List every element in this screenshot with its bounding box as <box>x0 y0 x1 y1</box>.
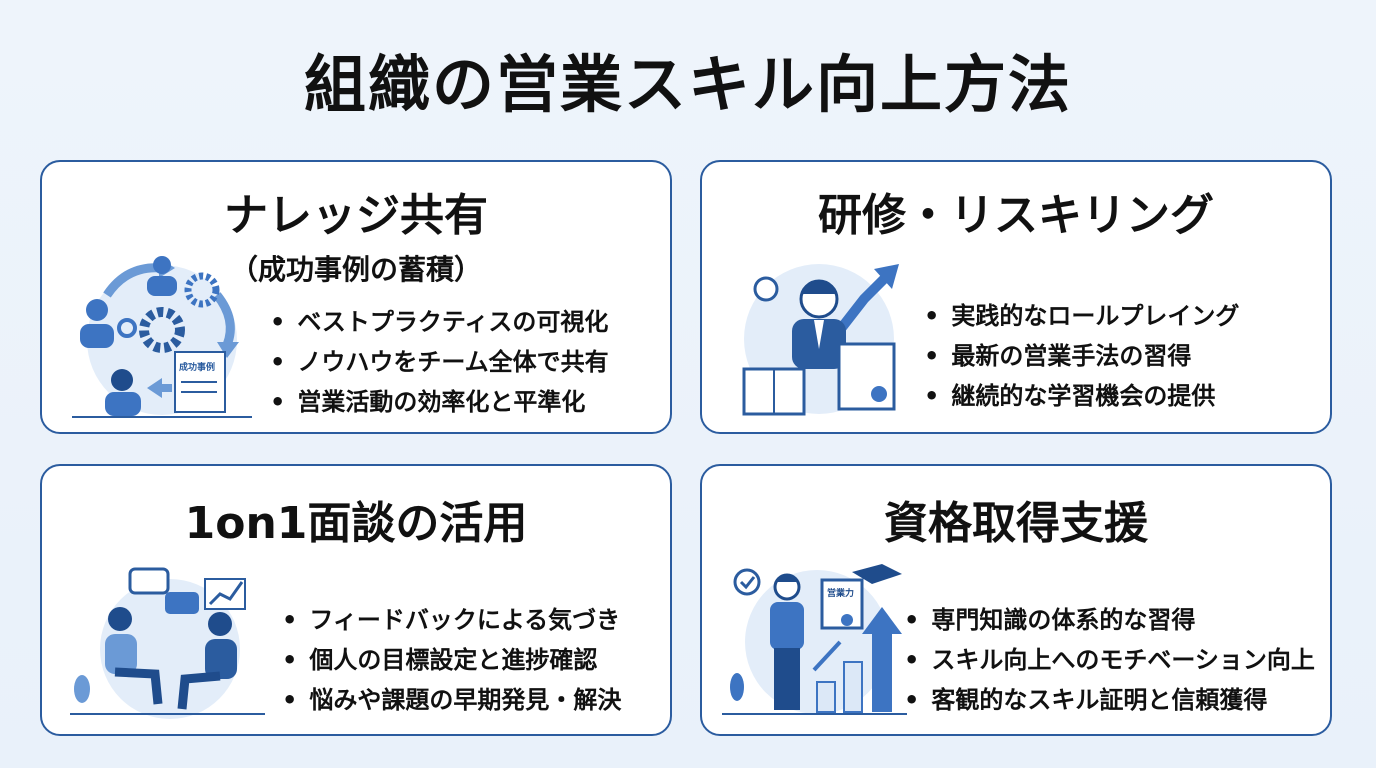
bullet-item: 専門知識の体系的な習得 <box>904 600 1315 640</box>
bullet-item: ベストプラクティスの可視化 <box>270 302 609 342</box>
bullet-list: 実践的なロールプレイング 最新の営業手法の習得 継続的な学習機会の提供 <box>924 296 1239 416</box>
bullet-item: 営業活動の効率化と平準化 <box>270 382 609 422</box>
certificate-label: 営業力 <box>827 587 854 599</box>
card-title: 資格取得支援 <box>884 498 1148 549</box>
bullet-item: 客観的なスキル証明と信頼獲得 <box>904 680 1315 720</box>
card-subtitle: （成功事例の蓄積） <box>229 253 482 286</box>
card-one-on-one: 1on1面談の活用 フィードバックによる気づき 個人の目標設定と進捗確認 悩みや… <box>40 464 672 736</box>
bullet-list: ベストプラクティスの可視化 ノウハウをチーム全体で共有 営業活動の効率化と平準化 <box>270 302 609 422</box>
bullet-item: 実践的なロールプレイング <box>924 296 1239 336</box>
document-label: 成功事例 <box>179 361 215 373</box>
card-training-reskilling: 研修・リスキリング 実践的なロールプレイング 最新の営業手法の習得 継続的な学習… <box>700 160 1332 434</box>
one-on-one-illustration <box>70 567 265 719</box>
bullet-item: 悩みや課題の早期発見・解決 <box>282 680 621 720</box>
training-illustration <box>742 264 899 416</box>
bullet-item: ノウハウをチーム全体で共有 <box>270 342 608 382</box>
bullet-list: 専門知識の体系的な習得 スキル向上へのモチベーション向上 客観的なスキル証明と信… <box>904 600 1315 720</box>
certification-illustration: 営業力 <box>722 564 907 715</box>
bullet-item: 個人の目標設定と進捗確認 <box>282 640 621 680</box>
bullet-item: フィードバックによる気づき <box>282 600 621 640</box>
bullet-list: フィードバックによる気づき 個人の目標設定と進捗確認 悩みや課題の早期発見・解決 <box>282 600 621 720</box>
page-title: 組織の営業スキル向上方法 <box>303 48 1072 121</box>
bullet-item: 継続的な学習機会の提供 <box>924 376 1239 416</box>
card-title: ナレッジ共有 <box>224 190 488 241</box>
knowledge-sharing-illustration: 成功事例 <box>72 256 252 418</box>
card-knowledge-sharing: ナレッジ共有 （成功事例の蓄積） 成功事例 ベストプラクティスの可視化 ノウハウ… <box>40 160 672 434</box>
bullet-item: 最新の営業手法の習得 <box>924 336 1239 376</box>
card-title: 1on1面談の活用 <box>184 498 528 549</box>
card-certification-support: 資格取得支援 営業力 専門知識の体系的な習得 スキル向上へのモチベーション向上 … <box>700 464 1332 736</box>
bullet-item: スキル向上へのモチベーション向上 <box>904 640 1315 680</box>
card-title: 研修・リスキリング <box>818 190 1214 241</box>
